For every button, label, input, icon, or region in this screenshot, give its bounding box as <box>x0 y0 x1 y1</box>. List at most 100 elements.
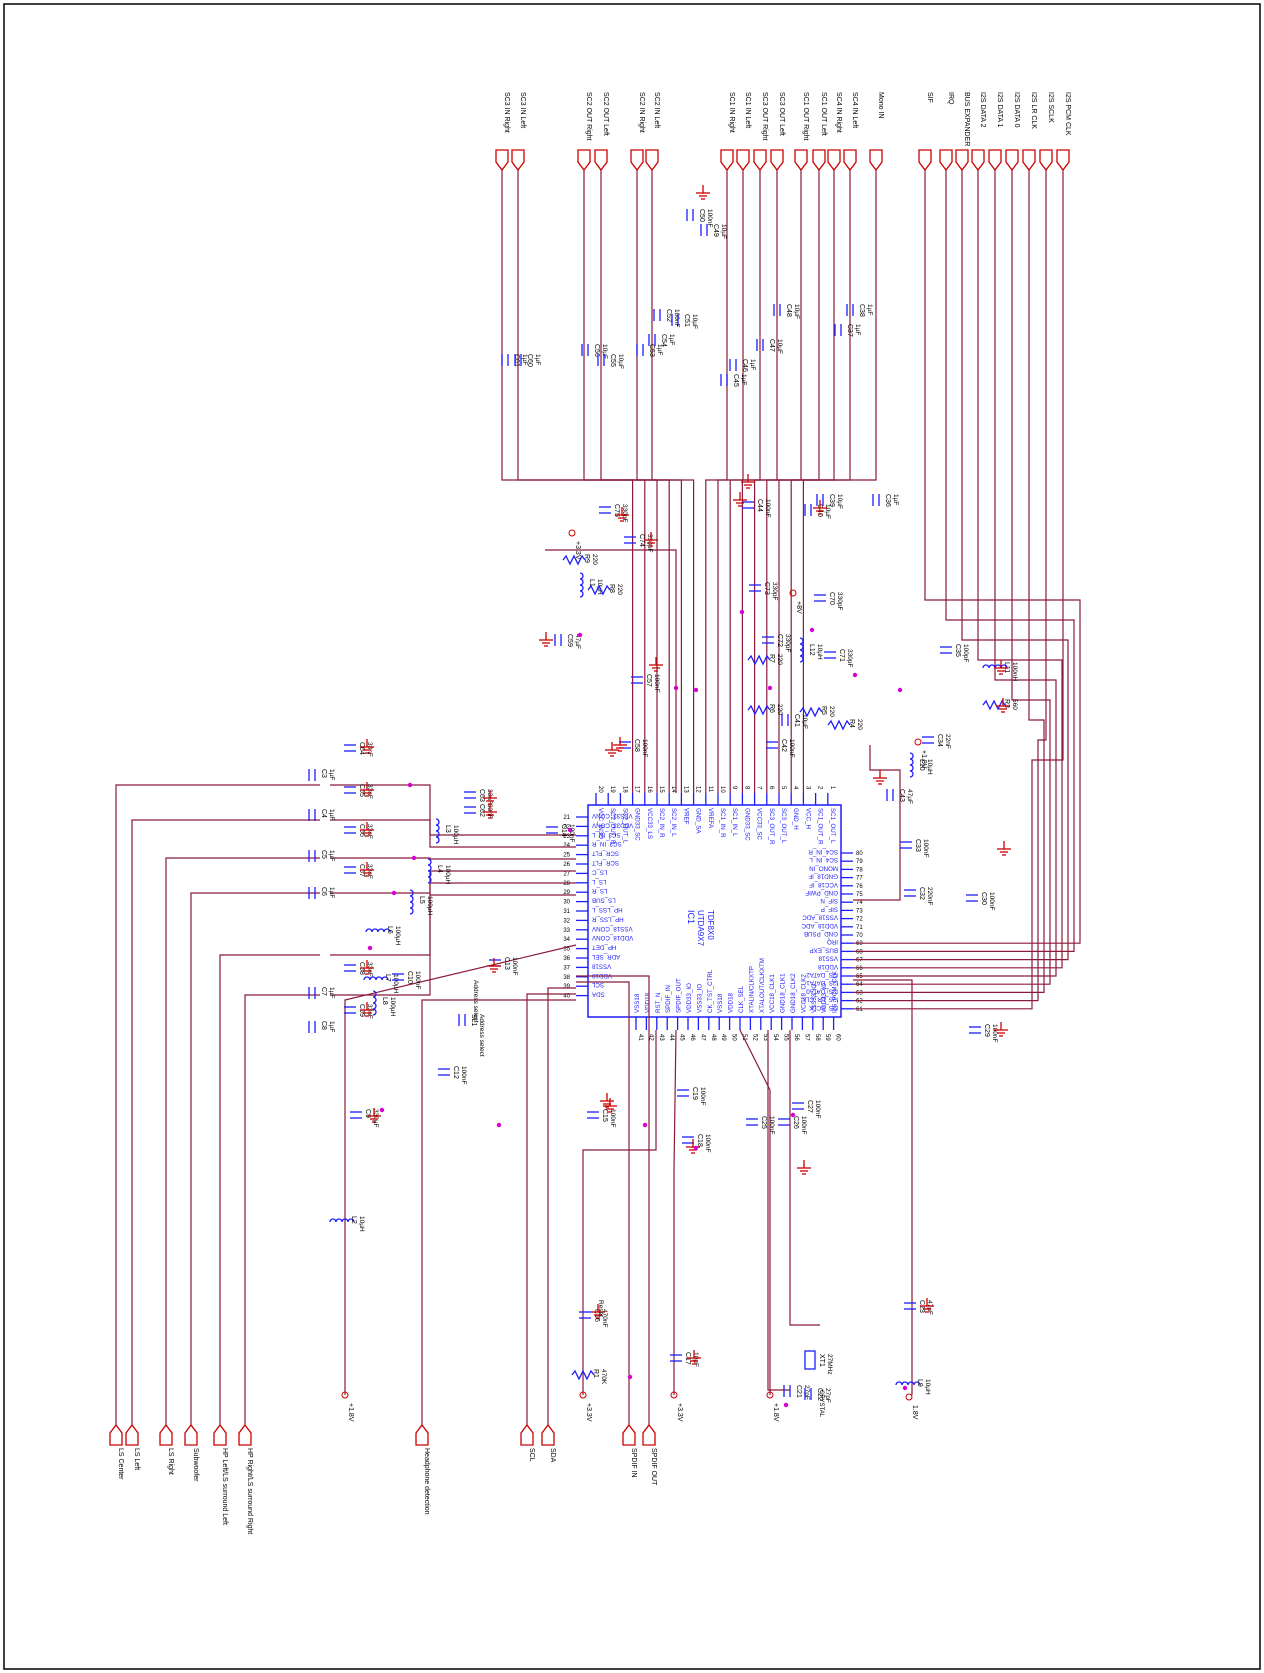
component-ref: C50 <box>698 209 705 222</box>
ic-pin-label: I2S_SCLK <box>808 1004 838 1011</box>
coil-turn <box>909 752 914 760</box>
component-value: 220 <box>828 706 835 717</box>
component-value: 27pF <box>803 1385 810 1400</box>
component-ref: XT1 <box>818 1354 825 1367</box>
coil-turn <box>372 996 377 1004</box>
wire <box>853 745 901 901</box>
ic-pin-number: 56 <box>793 1034 799 1041</box>
component-ref: C51 <box>683 314 690 327</box>
ic-pin-number: 3 <box>804 786 810 790</box>
port-bottom <box>159 1423 173 1446</box>
component-l8 <box>372 990 377 1016</box>
note-label: Address select <box>472 980 479 1023</box>
ic-pin-label: VDD33_IO <box>821 983 828 1013</box>
component-ref: C70 <box>828 592 835 605</box>
junction-dot <box>902 1385 908 1391</box>
component-value: 1µF <box>328 887 335 898</box>
ic-pin-label: I2S_DATA2 <box>806 971 838 978</box>
wire <box>115 784 320 1425</box>
port-top-label: BUS EXPANDER <box>963 92 970 146</box>
component-value: 47µF <box>906 789 913 804</box>
port-bottom <box>541 1423 555 1446</box>
ic-pin-label: HP_LSS_L <box>591 906 622 913</box>
ic-pin-number: 13 <box>682 786 688 793</box>
ic-pin-label: I2S_PCM_CLK <box>832 970 839 1013</box>
component-value: 100nF <box>988 892 995 910</box>
port-top-label: SC3 IN Right <box>503 92 510 133</box>
component-l6 <box>365 928 391 933</box>
component-ref: C38 <box>858 304 865 317</box>
port-top <box>812 149 826 172</box>
ic-pin-label: VDD18 <box>817 963 838 970</box>
coil-turn <box>427 864 432 872</box>
ic-pin-label: SDA <box>591 991 605 998</box>
rail-terminal <box>341 1391 349 1399</box>
ic-pin-label: GND18_CLK1 <box>780 973 787 1013</box>
ic-pin-label: VSS18 <box>634 993 641 1013</box>
component-xt1 <box>804 1350 816 1370</box>
component-ref: C4 <box>320 809 327 818</box>
ic-pin-label: VDD33_CONV <box>591 821 633 828</box>
ground-symbol <box>733 492 747 507</box>
port-top-label: SC4 IN Right <box>835 92 842 133</box>
ground-symbol <box>487 958 501 973</box>
component-l9 <box>895 1381 921 1386</box>
component-ref: C12 <box>452 1066 459 1079</box>
ground-symbol <box>603 1098 617 1113</box>
ground-symbol <box>591 1304 605 1319</box>
port-top-label: SC3 IN Left <box>519 92 526 128</box>
component-ref: C29 <box>983 1024 990 1037</box>
component-ref: C27 <box>806 1100 813 1113</box>
ic-pin-label: SCL <box>591 981 604 988</box>
component-ref: R4 <box>848 719 855 728</box>
component-ref: C57 <box>645 674 652 687</box>
component-ref: C53 <box>648 344 655 357</box>
port-top <box>827 149 841 172</box>
ic-pin-label: SC3_IN_R <box>591 840 621 847</box>
rail-terminal <box>905 1393 913 1401</box>
coil-turn <box>895 1381 903 1386</box>
ground-symbol <box>360 739 374 754</box>
ic-pin-number: 25 <box>563 853 570 859</box>
component-value: 100pF <box>962 644 969 662</box>
ic-pin-label: GND_PSUB <box>804 930 838 937</box>
component-ref: C35 <box>954 644 961 657</box>
ic-pin-label: XTALOUT/CLKXTM <box>759 958 766 1013</box>
junction-dot <box>790 1112 796 1118</box>
ic-pin-number: 36 <box>563 956 570 962</box>
component-ref: C26 <box>792 1116 799 1129</box>
port-bottom-label: SPDIF OUT <box>650 1448 657 1486</box>
ground-symbol <box>696 185 710 200</box>
component-ref: C32 <box>918 887 925 900</box>
component-ref: C41 <box>793 714 800 727</box>
component-ref: C55 <box>609 354 616 367</box>
component-value: 33nF <box>366 962 373 977</box>
wire <box>190 892 320 1425</box>
ic-pin-number: 57 <box>803 1034 809 1041</box>
ic-pin-number: 42 <box>647 1034 653 1041</box>
component-value: 1µF <box>328 1021 335 1032</box>
component-l1 <box>579 572 584 598</box>
component-value: 100nF <box>641 739 648 757</box>
component-value: 220 <box>776 654 783 665</box>
component-r8 <box>587 584 611 596</box>
component-value: 100nF <box>922 839 929 857</box>
component-ref: C59 <box>566 634 573 647</box>
component-l10 <box>909 752 914 778</box>
component-ref: L10 <box>918 759 925 771</box>
wire <box>853 170 1081 944</box>
ic-pin-number: 35 <box>563 947 570 953</box>
port-top-label: SC2 IN Left <box>653 92 660 128</box>
port-top-label: I2S DATA 2 <box>979 92 986 128</box>
port-bottom <box>642 1423 656 1446</box>
ic-pin-number: 61 <box>856 1007 863 1013</box>
ic-pins-top-row: VCC_IN3O20SC2_OUT_R19SC2_OUT_L18GND33_SC… <box>595 786 836 845</box>
ic-pin-label: GND_PWIF <box>805 889 838 896</box>
component-l2 <box>329 1218 355 1223</box>
ic-pin-label: SC3_OUT_R <box>768 808 775 845</box>
port-top <box>918 149 932 172</box>
component-value: 10µF <box>601 344 608 359</box>
ic-pin-label: VCC18_CLK1 <box>769 974 776 1013</box>
wire <box>547 987 576 1425</box>
